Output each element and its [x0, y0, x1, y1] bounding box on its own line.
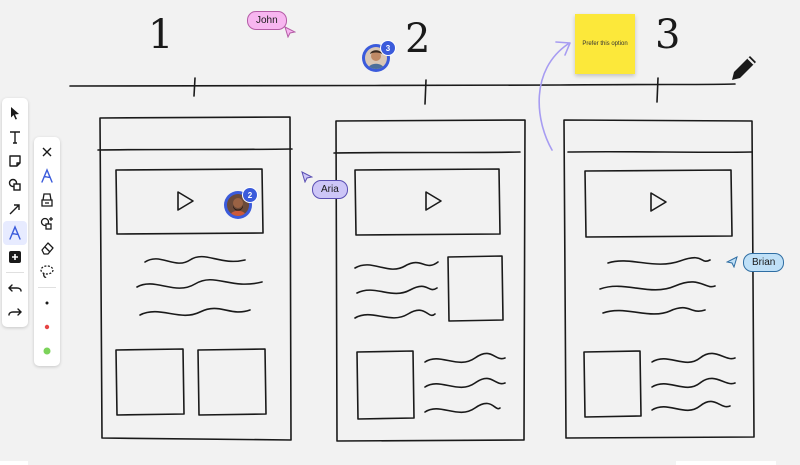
pen-toolbar: [34, 137, 60, 366]
text-icon: [10, 131, 20, 144]
wireframe-3[interactable]: [563, 119, 755, 439]
toolbar-divider: [38, 287, 56, 288]
cursor-icon: [301, 171, 313, 183]
sticky-note-icon: [9, 155, 21, 167]
column-label: 3: [655, 12, 680, 58]
arrow-icon: [9, 204, 20, 215]
cursor-icon: [284, 26, 296, 38]
cursor-icon: [726, 256, 738, 268]
timeline-tick: [424, 79, 427, 105]
avatar-comment-bubble[interactable]: 2: [224, 187, 258, 219]
pen-icon: [9, 225, 21, 240]
connector-arrow[interactable]: [538, 43, 569, 151]
sticky-note-text: Prefer this option: [582, 41, 628, 47]
shapes-tool[interactable]: [3, 173, 27, 197]
avatar: [365, 47, 387, 69]
sticky-note[interactable]: Prefer this option: [575, 14, 635, 74]
toolbar-divider: [6, 272, 24, 273]
collaborator-tag-aria: Aria: [312, 180, 348, 199]
collaborator-tag-brian: Brian: [743, 253, 785, 272]
wireframe-2[interactable]: [333, 119, 526, 442]
undo-icon: [8, 284, 22, 292]
collaborator-tag-john: John: [247, 11, 287, 30]
lasso-option[interactable]: [35, 260, 59, 284]
column-label: 1: [148, 12, 173, 58]
main-toolbar: [2, 98, 28, 327]
highlighter-icon: [41, 193, 53, 207]
close-pen-toolbar-button[interactable]: [35, 140, 59, 164]
sticky-note-tool[interactable]: [3, 149, 27, 173]
add-icon: [9, 251, 21, 263]
shape-pen-option[interactable]: [35, 212, 59, 236]
connector-arrowhead: [555, 41, 571, 56]
color-dot-icon: [44, 324, 50, 330]
avatar-count-badge: 2: [242, 187, 258, 203]
lasso-icon: [40, 265, 54, 278]
pencil-icon: [732, 56, 756, 80]
color-dot-icon: [45, 301, 49, 305]
eraser-icon: [41, 242, 54, 255]
eraser-option[interactable]: [35, 236, 59, 260]
color-dot-icon: [43, 347, 51, 355]
pen-option[interactable]: [35, 164, 59, 188]
undo-button[interactable]: [3, 276, 27, 300]
color-swatch-green[interactable]: [35, 339, 59, 363]
wireframe-1[interactable]: [97, 116, 293, 441]
pen-icon: [41, 168, 53, 183]
highlighter-option[interactable]: [35, 188, 59, 212]
shapes-icon: [8, 178, 21, 191]
text-tool[interactable]: [3, 125, 27, 149]
redo-icon: [8, 308, 22, 316]
close-icon: [42, 147, 52, 157]
timeline-line: [69, 83, 736, 87]
redo-button[interactable]: [3, 300, 27, 324]
select-tool[interactable]: [3, 101, 27, 125]
color-swatch-red[interactable]: [35, 315, 59, 339]
add-tool[interactable]: [3, 245, 27, 269]
select-icon: [11, 107, 19, 120]
shape-pen-icon: [40, 217, 53, 230]
bottom-bar: [676, 461, 776, 465]
pen-tool[interactable]: [3, 221, 27, 245]
timeline-tick: [656, 77, 659, 103]
avatar-count-badge: 3: [380, 40, 396, 56]
bottom-bar: [0, 461, 28, 465]
column-label: 2: [405, 16, 430, 62]
avatar-comment-bubble[interactable]: 3: [362, 40, 396, 72]
color-swatch-black[interactable]: [35, 291, 59, 315]
arrow-tool[interactable]: [3, 197, 27, 221]
timeline-tick: [193, 77, 196, 97]
